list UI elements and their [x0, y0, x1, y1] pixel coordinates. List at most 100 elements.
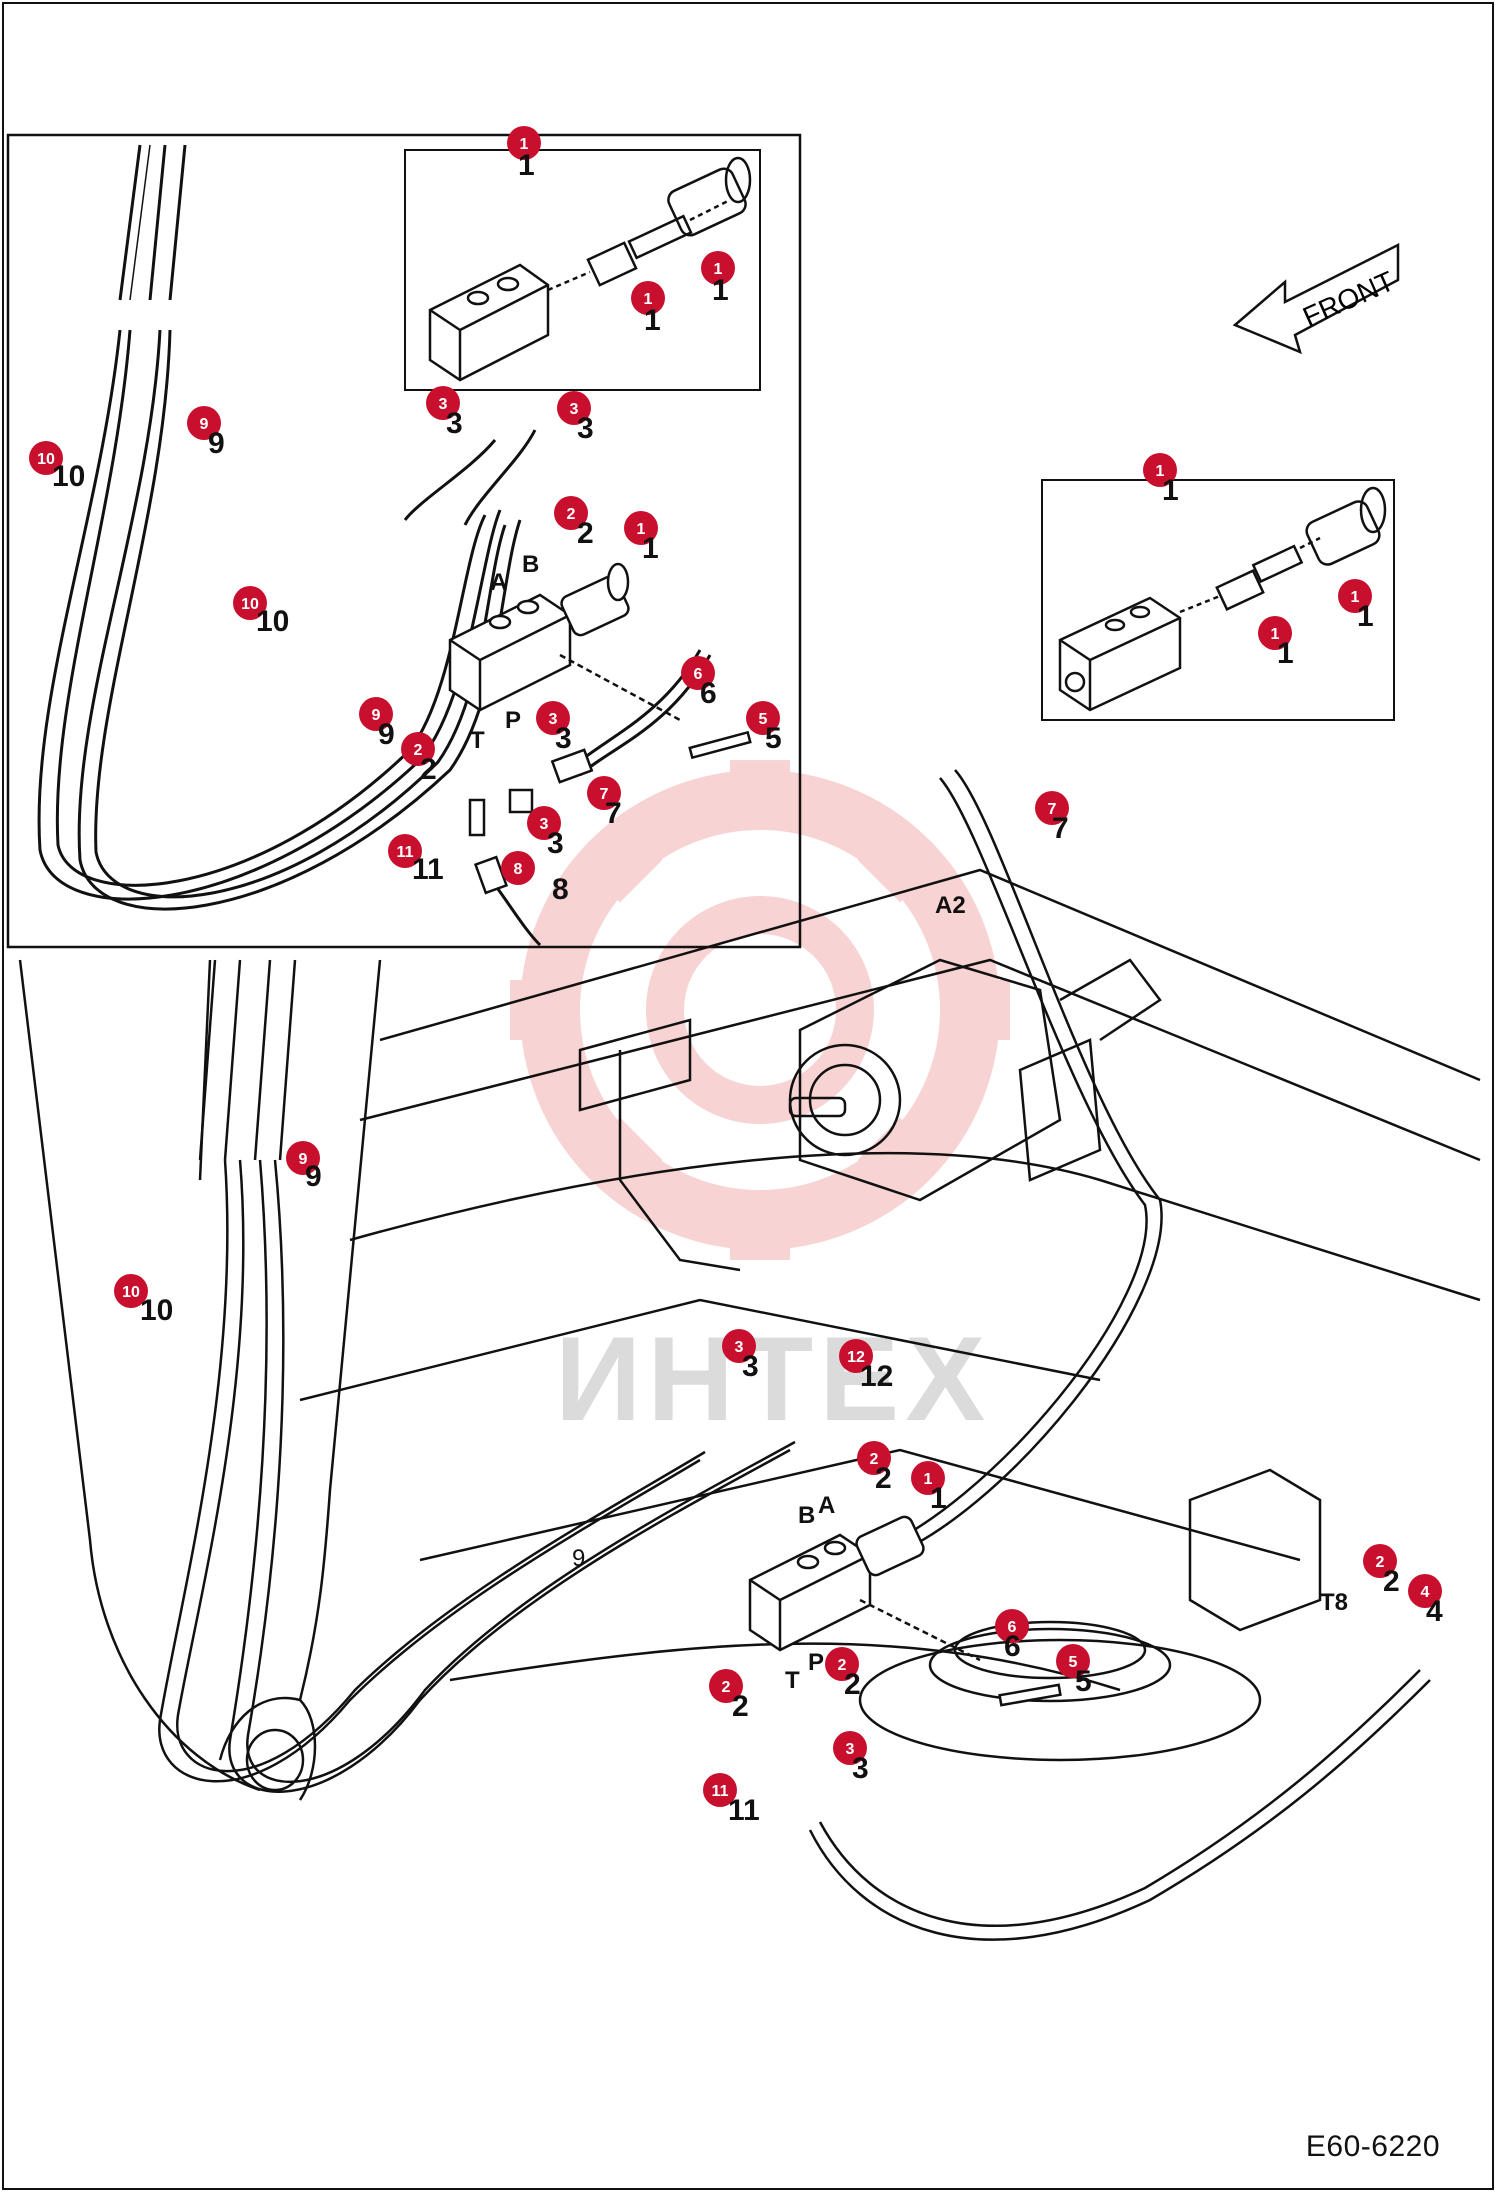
callout-bubble: 5 — [746, 701, 780, 735]
callout-bubble: 3 — [557, 391, 591, 425]
svg-text:2: 2 — [732, 1690, 749, 1723]
port-label-a2: A2 — [935, 892, 966, 919]
callout-bubble: 1 — [701, 251, 735, 285]
svg-text:6: 6 — [700, 677, 717, 710]
port-label-p-inset: P — [505, 707, 521, 734]
svg-text:1: 1 — [712, 274, 729, 307]
svg-text:10: 10 — [37, 451, 55, 468]
svg-text:9: 9 — [572, 1545, 585, 1572]
svg-text:2: 2 — [567, 506, 576, 523]
svg-text:5: 5 — [1069, 1654, 1078, 1671]
svg-text:2: 2 — [414, 742, 423, 759]
svg-text:3: 3 — [846, 1741, 855, 1758]
callout-bubble: 11 — [388, 834, 422, 868]
svg-text:7: 7 — [1052, 812, 1069, 845]
callout-bubble: 2 — [857, 1441, 891, 1475]
svg-text:2: 2 — [420, 753, 437, 786]
callout-bubble: 3 — [536, 701, 570, 735]
port-label-a-main: A — [818, 1492, 835, 1519]
svg-text:2: 2 — [844, 1668, 861, 1701]
svg-text:1: 1 — [642, 532, 659, 565]
svg-text:3: 3 — [446, 407, 463, 440]
svg-text:7: 7 — [600, 786, 609, 803]
svg-text:12: 12 — [860, 1360, 893, 1393]
svg-text:9: 9 — [372, 707, 381, 724]
svg-text:11: 11 — [412, 853, 444, 886]
svg-text:3: 3 — [555, 722, 572, 755]
svg-text:5: 5 — [1075, 1665, 1092, 1698]
svg-text:2: 2 — [1383, 1565, 1400, 1598]
callout-bubble: 1 — [631, 281, 665, 315]
svg-text:1: 1 — [1277, 637, 1294, 670]
svg-text:3: 3 — [570, 401, 579, 418]
svg-text:11: 11 — [397, 844, 414, 861]
callout-bubble: 11 — [703, 1773, 737, 1807]
svg-text:3: 3 — [742, 1350, 759, 1383]
svg-text:7: 7 — [1048, 801, 1057, 818]
svg-text:4: 4 — [1421, 1584, 1430, 1601]
front-direction-arrow: FRONT — [1232, 242, 1400, 355]
svg-text:11: 11 — [712, 1783, 729, 1800]
svg-text:5: 5 — [759, 711, 768, 728]
port-label-a-inset: A — [490, 569, 507, 596]
callout-bubble: 1 — [1258, 616, 1292, 650]
svg-text:2: 2 — [1376, 1554, 1385, 1571]
callout-bubble: 3 — [722, 1329, 756, 1363]
callout-bubble: 2 — [709, 1669, 743, 1703]
port-label-b-inset: B — [522, 551, 539, 578]
svg-text:3: 3 — [439, 396, 448, 413]
inset-main-frame — [6, 133, 802, 949]
port-label-t-main: T — [785, 1667, 800, 1694]
svg-text:1: 1 — [1162, 474, 1179, 507]
callout-bubble: 3 — [833, 1731, 867, 1765]
callout-bubble: 8 — [501, 851, 535, 885]
svg-text:6: 6 — [1008, 1619, 1017, 1636]
callout-bubble: 1 — [1338, 579, 1372, 613]
svg-text:2: 2 — [870, 1451, 879, 1468]
callout-bubble: 10 — [233, 586, 267, 620]
svg-text:2: 2 — [875, 1462, 892, 1495]
valve-detail-right — [1058, 486, 1387, 712]
svg-text:1: 1 — [520, 136, 529, 153]
svg-text:3: 3 — [852, 1752, 869, 1785]
svg-text:3: 3 — [735, 1339, 744, 1356]
callout-bubble: 6 — [681, 656, 715, 690]
port-label-b-main: B — [798, 1502, 815, 1529]
svg-text:1: 1 — [644, 304, 661, 337]
callout-bubble: 6 — [995, 1609, 1029, 1643]
svg-text:1: 1 — [644, 291, 653, 308]
svg-text:3: 3 — [577, 412, 594, 445]
svg-text:1: 1 — [1351, 589, 1360, 606]
item-number-labels: 1 1 1 3 3 2 1 10 9 10 9 2 3 6 5 3 7 11 8… — [52, 149, 1443, 1827]
svg-text:10: 10 — [52, 460, 85, 493]
svg-text:2: 2 — [838, 1657, 847, 1674]
svg-text:8: 8 — [552, 873, 569, 906]
svg-text:3: 3 — [540, 816, 549, 833]
callout-bubble: 1 — [1143, 453, 1177, 487]
front-label: FRONT — [1298, 265, 1399, 333]
callout-bubble: 2 — [1363, 1544, 1397, 1578]
svg-text:3: 3 — [549, 711, 558, 728]
inset-valve-detail-frame — [404, 149, 761, 391]
svg-text:7: 7 — [605, 797, 622, 830]
callout-bubble: 12 — [839, 1339, 873, 1373]
callout-bubble: 10 — [29, 441, 63, 475]
assembly-callouts: 7 9 10 3 12 2 1 2 4 6 5 2 2 3 11 — [114, 791, 1442, 1807]
callout-bubble: 2 — [825, 1647, 859, 1681]
svg-text:9: 9 — [378, 718, 395, 751]
callout-bubble: 5 — [1056, 1644, 1090, 1678]
callout-bubble: 3 — [527, 806, 561, 840]
svg-text:1: 1 — [714, 261, 723, 278]
svg-text:6: 6 — [694, 666, 703, 683]
svg-text:3: 3 — [547, 827, 564, 860]
callout-bubble: 1 — [507, 126, 541, 160]
document-code: E60-6220 — [1305, 2130, 1440, 2163]
svg-text:6: 6 — [1004, 1630, 1021, 1663]
inset-right-frame — [1041, 479, 1395, 721]
callout-bubble: 10 — [114, 1274, 148, 1308]
port-label-p-main: P — [808, 1649, 824, 1676]
svg-text:8: 8 — [514, 861, 523, 878]
